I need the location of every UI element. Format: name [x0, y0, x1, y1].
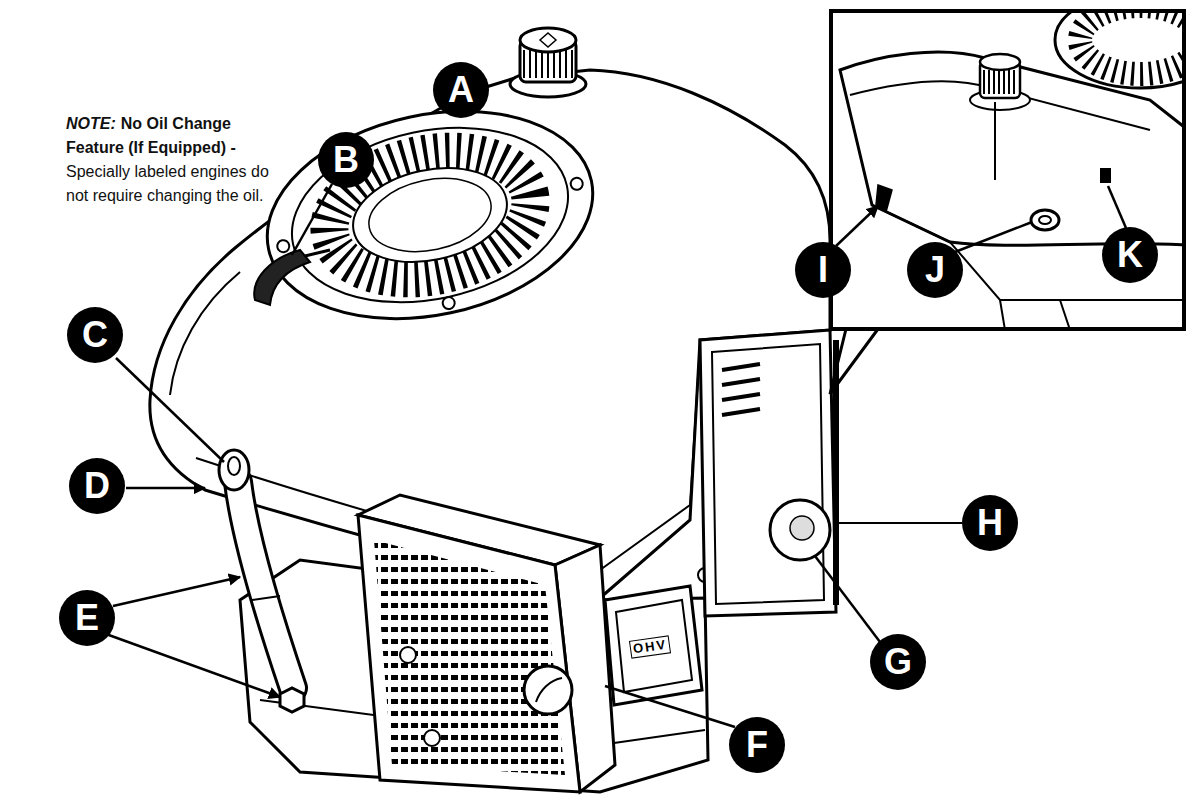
leader-line — [292, 184, 332, 255]
washer — [1031, 210, 1059, 230]
callout-letter: F — [729, 717, 785, 773]
leader-arrow — [126, 487, 205, 490]
tank-seam — [994, 102, 996, 180]
callout-letter: I — [795, 242, 851, 298]
callout-letter: B — [318, 132, 374, 188]
leader-line — [605, 686, 735, 727]
fuel-line — [876, 185, 892, 212]
callout-letter: G — [870, 634, 926, 690]
fuel-cap-ridges — [983, 70, 1017, 94]
fuel-cap-top — [980, 54, 1020, 70]
engine-edge — [1000, 300, 1070, 327]
note-keyword: NOTE: — [66, 115, 116, 132]
callout-letter: C — [67, 307, 123, 363]
muffler-outlet — [524, 666, 572, 714]
recoil-plate — [248, 83, 612, 347]
air-filter-frame — [712, 344, 824, 604]
callout-letter: E — [59, 590, 115, 646]
inset-pointer — [830, 329, 878, 394]
fuel-cap-symbol — [540, 33, 556, 47]
muffler-grille — [374, 540, 565, 775]
muffler-guard — [358, 515, 580, 792]
callout-letter: H — [962, 495, 1018, 551]
oil-tube-band — [252, 596, 280, 600]
shroud-ridge — [170, 272, 240, 395]
drain-plug — [280, 688, 304, 712]
leader-line — [116, 358, 224, 462]
air-filter-vents — [722, 364, 760, 415]
muffler-outlet-edge — [536, 678, 562, 702]
screw — [442, 296, 456, 310]
screw — [424, 730, 440, 746]
recoil-center — [362, 168, 498, 262]
screw — [400, 647, 416, 663]
inset-view — [840, 13, 1182, 327]
dipstick-cap — [219, 450, 249, 490]
leader-line — [1108, 186, 1126, 228]
oil-fill-tube — [238, 482, 293, 688]
callout-letter: J — [907, 242, 963, 298]
starter-handle — [254, 250, 310, 305]
valve-cover-rim — [616, 600, 692, 692]
note-text: Specially labeled engines do not require… — [66, 160, 290, 208]
leader-arrow — [836, 206, 878, 246]
callout-letter: A — [433, 62, 489, 118]
air-filter-knob-center — [790, 516, 814, 540]
callout-letter: K — [1102, 227, 1158, 283]
recoil-cover — [276, 104, 585, 327]
recoil-starter — [1055, 13, 1182, 88]
callout-letter: D — [69, 458, 125, 514]
leader-line — [838, 522, 962, 524]
dipstick-loop — [228, 457, 240, 475]
washer-hole — [1039, 216, 1051, 224]
note-block: NOTE:No Oil Change Feature (If Equipped)… — [66, 112, 290, 208]
fuel-cap-ridges — [523, 50, 573, 78]
shroud-edge — [600, 345, 700, 570]
leader-line — [955, 222, 1032, 252]
fuel-tank — [840, 52, 1182, 245]
tank-edge — [850, 81, 1150, 130]
oil-fill-tube — [238, 482, 293, 688]
air-filter-housing — [700, 330, 836, 616]
leader-line — [815, 556, 880, 642]
recoil-vents — [1080, 13, 1182, 74]
engine-edge — [872, 205, 1182, 300]
fuel-cap-top — [520, 28, 576, 52]
leader-arrow — [113, 577, 240, 606]
air-filter-knob — [770, 500, 830, 560]
leader-arrow — [106, 634, 280, 697]
fuel-label — [1100, 168, 1111, 183]
screw — [570, 177, 584, 191]
valve-cover — [605, 586, 702, 705]
screw — [276, 239, 290, 253]
recoil-starter — [248, 83, 612, 347]
starter-rope — [305, 250, 330, 256]
